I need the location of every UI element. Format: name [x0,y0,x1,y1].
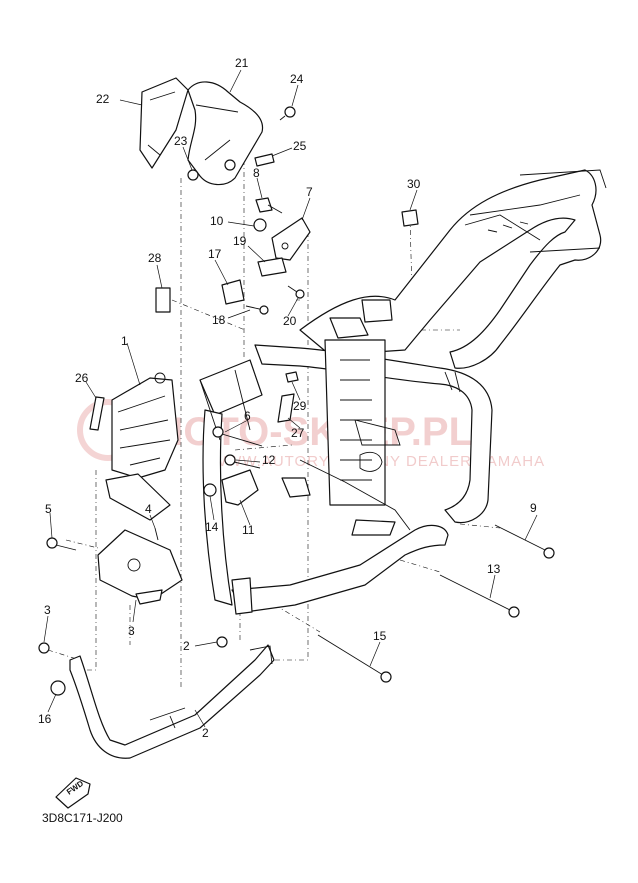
callout-5: 4 [145,502,152,516]
callout-2: 2 [202,726,209,740]
callout-1: 1 [121,334,128,348]
callout-23: 22 [96,92,110,106]
callout-24: 23 [174,134,188,148]
callout-4: 3 [128,624,135,638]
callout-31: 30 [407,177,421,191]
part-23-side-plate [139,77,189,169]
callout-13: 12 [262,453,276,467]
callout-3-upper: 2 [183,639,190,653]
part-2-lower-frame [69,644,275,759]
part-1-front-bracket [105,372,179,521]
callout-17: 16 [38,712,52,726]
diagram-code: 3D8C171-J200 [42,811,123,825]
callout-15: 14 [205,520,219,534]
callout-21: 20 [283,314,297,328]
callout-29: 28 [148,251,162,265]
callout-16: 15 [373,629,387,643]
callout-12: 11 [242,523,255,537]
callout-9: 8 [253,166,260,180]
callout-3-lower: 3 [44,603,51,617]
callout-10: 9 [530,501,537,515]
callout-25: 24 [290,72,304,86]
part-22-cover [187,81,264,186]
callout-6: 6 [244,409,251,423]
callout-7: 5 [45,502,52,516]
fwd-arrow-icon: FWD [55,777,91,809]
callout-8: 7 [306,185,313,199]
callout-numbers: 22 21 24 25 23 8 7 10 19 17 18 20 28 30 … [38,56,537,740]
main-frame [199,169,607,615]
fasteners [38,106,555,696]
leader-lines [43,69,538,728]
callout-11: 10 [210,214,224,228]
callout-18: 17 [208,247,222,261]
part-27-strip [89,396,105,431]
callout-30: 29 [293,399,307,413]
callout-19: 18 [212,313,226,327]
callout-28: 27 [291,426,305,440]
watermark-title: MOTO-SKLEP.PL [150,410,473,454]
callout-26: 25 [293,139,307,153]
callout-22: 21 [235,56,249,70]
callout-27: 26 [75,371,89,385]
callout-20: 19 [233,234,247,248]
callout-14: 13 [487,562,501,576]
